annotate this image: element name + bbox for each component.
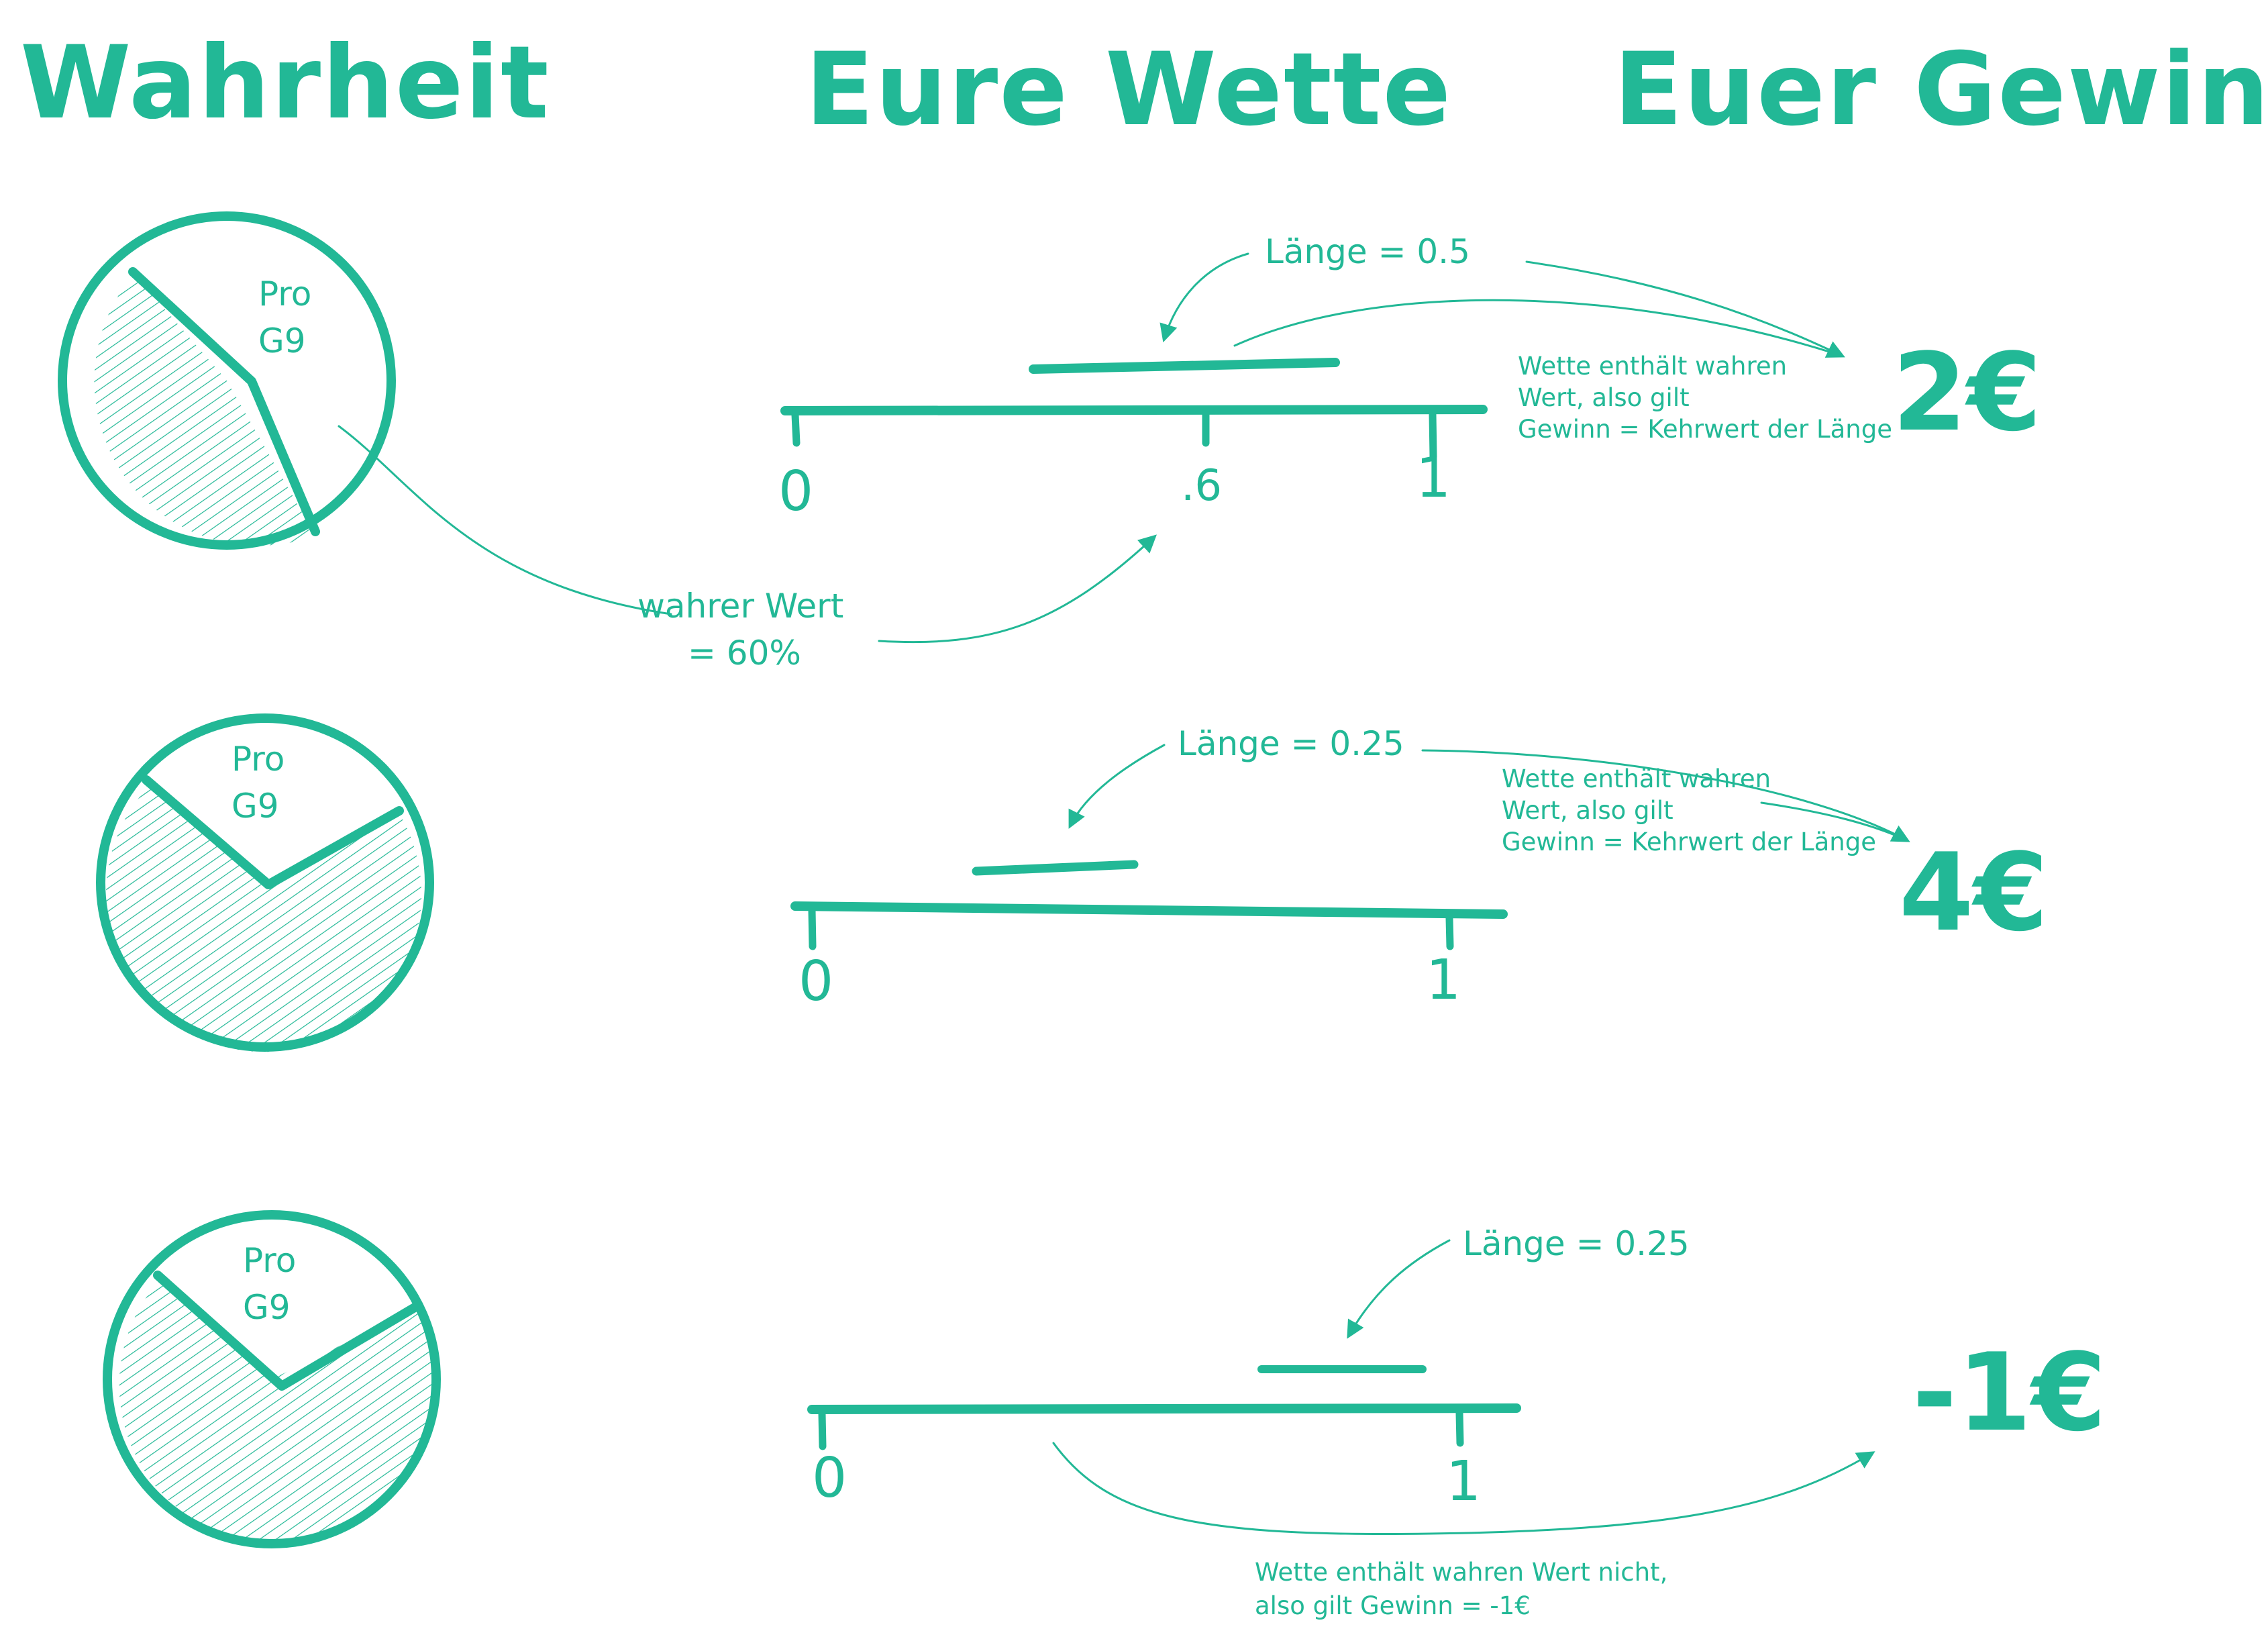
svg-text:Wert, also gilt: Wert, also gilt [1518,383,1690,412]
note-3: Wette enthält wahren Wert nicht, also gi… [1255,1558,1667,1620]
length-label-2: Länge = 0.25 [1178,724,1404,763]
axis-tick-0 [808,906,817,950]
pie-label-g9: G9 [258,321,306,360]
tick-label-1: 1 [1446,1450,1481,1514]
svg-text:Gewinn = Kehrwert der Länge: Gewinn = Kehrwert der Länge [1502,828,1876,856]
axis-line [790,901,1508,919]
axis-tick-0 [818,1409,827,1450]
pie-slice-contra [94,274,315,546]
svg-text:also gilt Gewinn = -1€: also gilt Gewinn = -1€ [1255,1591,1531,1620]
number-line-2: 0 1 [790,860,1508,1013]
pie-divider [142,775,404,889]
length-label-3: Länge = 0.25 [1463,1224,1690,1263]
pie-label-pro: Pro [243,1241,296,1280]
axis-tick-1 [1455,1409,1464,1447]
pie-label-g9: G9 [243,1288,291,1327]
length-arrow-3 [1347,1239,1451,1339]
truth-pie-1: Pro G9 [58,211,396,550]
length-to-result-arrow-1 [1525,260,1845,358]
pie-outline [96,713,434,1052]
result-value-2: 4€ [1899,830,2049,955]
pie-to-truth-arrow [338,425,672,615]
tick-label-06: .6 [1181,461,1222,511]
result-value-3: -1€ [1912,1330,2106,1455]
length-to-result-arrow-2 [1421,749,1910,842]
number-line-1: 0 .6 1 [778,358,1488,524]
pie-label-pro: Pro [258,275,311,313]
tick-label-0: 0 [798,950,833,1013]
truth-to-axis-arrow [878,534,1157,644]
note-to-result-arrow-2 [1760,801,1908,842]
length-arrow-1 [1159,252,1249,343]
pie-outline [103,1210,441,1548]
truth-pie-3: Pro G9 [103,1210,441,1548]
true-value-label-line1: wahrer Wert [637,587,843,626]
svg-text:Wette enthält wahren Wert nich: Wette enthält wahren Wert nicht, [1255,1558,1667,1587]
svg-text:Wette enthält wahren: Wette enthält wahren [1518,352,1787,381]
axis-tick-0 [791,411,801,447]
pie-outline [58,211,396,550]
truth-pie-2: Pro G9 [96,713,434,1052]
number-line-3: 0 1 [807,1365,1521,1514]
pie-divider [153,1271,419,1391]
note-1: Wette enthält wahren Wert, also gilt Gew… [1518,352,1892,444]
result-value-1: 2€ [1892,330,2042,455]
interval-to-result-arrow-1 [1233,299,1843,357]
scenario-3: Pro G9 0 1 Länge = 0.25 Wette enthält wa… [103,1210,2106,1620]
tick-label-0: 0 [778,460,813,524]
axis-line [780,405,1488,415]
bet-to-result-arrow-3 [1052,1442,1875,1536]
axis-line [807,1403,1521,1414]
pie-label-pro: Pro [231,740,285,779]
svg-text:Wette enthält wahren: Wette enthält wahren [1502,764,1771,793]
true-value-label-line2: = 60% [688,634,801,673]
length-label-1: Länge = 0.5 [1265,232,1470,271]
pie-divider [128,267,320,536]
bet-interval-2 [972,860,1139,876]
svg-text:Wert, also gilt: Wert, also gilt [1502,796,1673,825]
pie-slice-contra [106,784,422,1052]
bet-interval-1 [1029,358,1340,374]
axis-tick-1 [1445,914,1454,950]
header-bet: Eure Wette [805,32,1452,148]
pie-label-g9: G9 [231,787,279,826]
length-arrow-2 [1068,744,1166,829]
scenario-2: Pro G9 0 1 Länge = 0.25 Wette enthält wa… [96,713,2049,1052]
note-2: Wette enthält wahren Wert, also gilt Gew… [1502,764,1876,856]
tick-label-1: 1 [1426,948,1461,1012]
header-truth: Wahrheit [20,25,550,142]
svg-text:Gewinn = Kehrwert der Länge: Gewinn = Kehrwert der Länge [1518,415,1892,444]
tick-label-1: 1 [1416,446,1451,510]
scenario-1: Pro G9 0 .6 1 Länge = 0.5 Wette enthält … [58,211,2042,673]
tick-label-0: 0 [812,1446,847,1510]
header-win: Euer Gewinn [1614,32,2268,148]
